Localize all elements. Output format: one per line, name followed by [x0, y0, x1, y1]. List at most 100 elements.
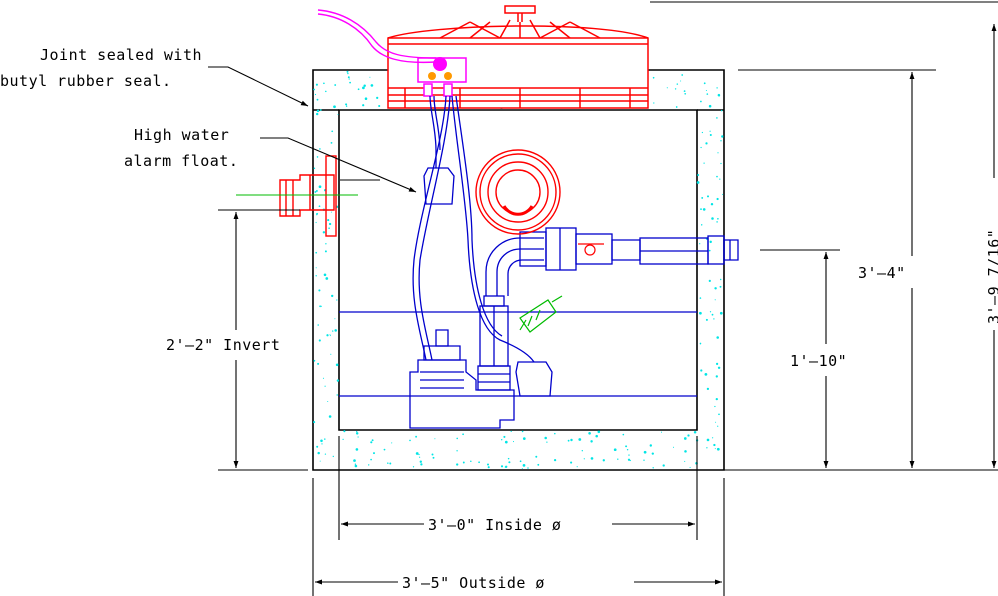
concrete-speckle: [713, 443, 716, 447]
concrete-speckle: [313, 88, 316, 91]
concrete-speckle: [330, 353, 332, 355]
concrete-speckle: [319, 460, 321, 462]
concrete-speckle: [715, 397, 718, 401]
concrete-speckle: [316, 212, 319, 215]
concrete-speckle: [716, 175, 718, 178]
concrete-speckle: [432, 456, 435, 459]
concrete-speckle: [711, 313, 714, 316]
concrete-speckle: [684, 450, 687, 453]
concrete-speckle: [345, 105, 348, 107]
concrete-speckle: [330, 211, 332, 213]
concrete-speckle: [315, 267, 317, 269]
concrete-speckle: [336, 394, 338, 396]
concrete-speckle: [370, 441, 373, 444]
concrete-speckle: [652, 76, 655, 79]
concrete-speckle: [709, 311, 712, 313]
concrete-speckle: [389, 462, 392, 465]
concrete-speckle: [342, 438, 344, 441]
concrete-speckle: [355, 448, 359, 451]
concrete-speckle: [675, 106, 678, 108]
concrete-speckle: [700, 146, 702, 149]
concrete-speckle: [320, 305, 322, 307]
concrete-speckle: [714, 287, 717, 290]
concrete-speckle: [370, 84, 374, 87]
concrete-speckle: [347, 72, 349, 75]
concrete-speckle: [315, 275, 317, 277]
alarm-cable: [317, 13, 437, 64]
concrete-speckle: [314, 190, 317, 193]
concrete-speckle: [643, 459, 645, 461]
joint-seal-label-line2: butyl rubber seal.: [0, 72, 172, 90]
concrete-speckle: [715, 421, 717, 423]
concrete-speckle: [325, 90, 327, 93]
concrete-speckle: [317, 324, 319, 326]
concrete-speckle: [626, 448, 629, 451]
concrete-speckle: [318, 205, 321, 208]
concrete-speckle: [720, 109, 723, 112]
concrete-speckle: [501, 439, 503, 441]
concrete-speckle: [507, 457, 510, 460]
concrete-speckle: [700, 208, 702, 210]
concrete-speckle: [681, 74, 684, 76]
concrete-speckle: [332, 330, 334, 332]
concrete-speckle: [714, 405, 716, 408]
check-valve-red-accent: [578, 243, 604, 256]
concrete-speckle: [717, 366, 721, 370]
concrete-speckle: [313, 421, 316, 424]
concrete-speckle: [313, 167, 316, 170]
concrete-speckle: [363, 84, 366, 88]
concrete-speckle: [330, 141, 333, 144]
concrete-speckle: [355, 432, 359, 435]
concrete-speckle: [588, 432, 591, 435]
joint-seal-label-line1: Joint sealed with: [40, 46, 202, 64]
concrete-speckle: [722, 193, 724, 195]
concrete-speckle: [719, 285, 722, 288]
concrete-speckle: [627, 458, 631, 461]
concrete-speckle: [503, 435, 506, 438]
concrete-speckle: [716, 221, 718, 223]
concrete-speckle: [418, 453, 420, 456]
overall-height-dimension-label: 3'–9 7/16": [985, 229, 998, 324]
concrete-speckle: [415, 435, 418, 438]
concrete-speckle: [331, 294, 334, 298]
concrete-speckle: [356, 430, 358, 433]
concrete-speckle: [317, 451, 320, 455]
concrete-speckle: [353, 459, 356, 462]
concrete-speckle: [622, 433, 625, 436]
concrete-speckle: [376, 96, 379, 100]
concrete-speckle: [345, 103, 348, 106]
concrete-speckle: [711, 217, 714, 220]
concrete-speckle: [666, 87, 668, 89]
concrete-speckle: [651, 452, 654, 455]
concrete-speckle: [583, 458, 585, 460]
concrete-speckle: [717, 217, 719, 220]
concrete-speckle: [649, 444, 653, 447]
concrete-speckle: [391, 442, 393, 444]
concrete-speckle: [716, 197, 719, 201]
concrete-speckle: [370, 458, 372, 461]
concrete-speckle: [714, 299, 716, 301]
concrete-speckle: [689, 466, 691, 468]
outlet-height-dimension-label: 1'–10": [790, 352, 847, 370]
concrete-speckle: [337, 113, 339, 116]
concrete-speckle: [537, 463, 540, 466]
concrete-speckle: [508, 461, 511, 464]
concrete-speckle: [324, 385, 326, 387]
concrete-speckle: [521, 467, 523, 470]
concrete-speckle: [354, 463, 357, 465]
concrete-speckle: [328, 222, 332, 226]
concrete-speckle: [706, 438, 710, 442]
concrete-speckle: [324, 250, 327, 253]
concrete-speckle: [708, 104, 712, 108]
concrete-speckle: [323, 82, 325, 85]
concrete-speckle: [613, 448, 617, 452]
concrete-speckle: [327, 219, 330, 222]
concrete-speckle: [643, 450, 647, 454]
concrete-speckle: [660, 431, 663, 433]
concrete-speckle: [662, 464, 665, 467]
outside-diameter-dimension-label: 3'–5" Outside ø: [402, 574, 545, 592]
concrete-speckle: [672, 446, 675, 448]
concrete-speckle: [412, 466, 415, 468]
concrete-speckle: [362, 86, 365, 90]
